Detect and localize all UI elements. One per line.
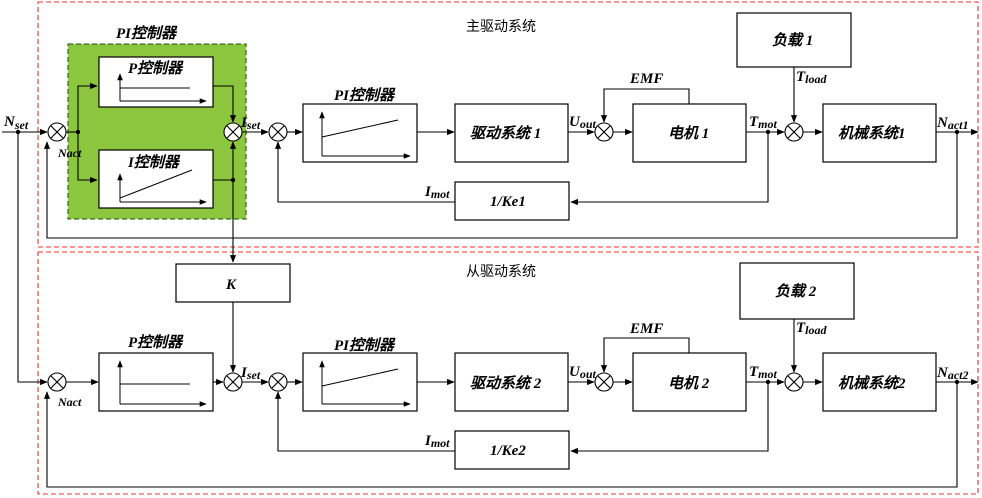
main-emf-label: EMF: [629, 71, 663, 87]
slave-pi-controller-label: PI控制器: [334, 337, 396, 354]
load-2-label: 负载 2: [775, 283, 817, 300]
gain-k-block: [175, 263, 291, 303]
main-i-mot-label: Imot: [424, 184, 450, 201]
load-1-block: [736, 12, 852, 68]
drive-system-1-block: [454, 103, 569, 163]
motor-2-label: 电机 2: [668, 375, 710, 392]
slave-n-act-label: Nact: [57, 395, 82, 409]
slave-emf-label: EMF: [629, 321, 663, 337]
main-pi-controller-label: PI控制器: [334, 87, 396, 104]
slave-t-load-label: Tload: [796, 320, 828, 337]
slave-u-out-label: Uout: [569, 364, 597, 381]
feedback-ke2-label: 1/Ke2: [490, 443, 526, 459]
n-set-label: Nset: [3, 114, 29, 132]
p-controller-block: [98, 56, 214, 108]
feedback-ke2-block: [454, 430, 570, 470]
slave-p-controller-label: P控制器: [128, 334, 184, 351]
mech-system-1-block: [822, 103, 937, 163]
drive-system-2-label: 驱动系统 2: [470, 374, 542, 392]
slave-n-act-out-label: Nact2: [936, 365, 969, 382]
pi-group-label: PI控制器: [116, 25, 178, 42]
main-emf-loop: [600, 88, 690, 123]
main-t-mot-label: Tmot: [749, 114, 778, 131]
slave-emf-loop: [600, 337, 690, 373]
slave-system-frame: [37, 251, 979, 495]
main-u-out-label: Uout: [569, 114, 597, 131]
main-n-act-out-label: Nact1: [936, 115, 969, 132]
drive-system-1-label: 驱动系统 1: [470, 124, 541, 142]
motor-1-block: [632, 103, 747, 163]
mech-system-2-block: [822, 352, 937, 412]
i-plot-curve: [119, 169, 193, 199]
feedback-ke1-label: 1/Ke1: [490, 194, 526, 210]
slave-pi-controller-block: [302, 352, 418, 412]
mech-system-1-label: 机械系统1: [838, 124, 906, 142]
main-t-load-label: Tload: [796, 69, 828, 86]
load-2-block: [739, 262, 855, 320]
p-controller-label: P控制器: [128, 60, 184, 77]
slave-p-controller-block: [98, 352, 214, 412]
slave-i-set-label: Iset: [240, 365, 261, 382]
main-pi-controller-block: [302, 103, 418, 163]
drive-system-2-block: [454, 352, 569, 412]
slave-t-mot-label: Tmot: [749, 364, 778, 381]
main-n-act-label: Nact: [57, 146, 82, 160]
feedback-ke1-block: [454, 181, 570, 221]
i-controller-label: I控制器: [127, 154, 181, 171]
slave-system-title: 从驱动系统: [466, 264, 536, 280]
main-system-title: 主驱动系统: [466, 19, 536, 35]
slave-i-mot-label: Imot: [424, 433, 450, 450]
main-i-set-label: Iset: [240, 115, 261, 132]
load-1-label: 负载 1: [772, 32, 813, 49]
gain-k-label: K: [225, 277, 237, 293]
mech-system-2-label: 机械系统2: [838, 374, 906, 392]
motor-1-label: 电机 1: [668, 125, 709, 142]
